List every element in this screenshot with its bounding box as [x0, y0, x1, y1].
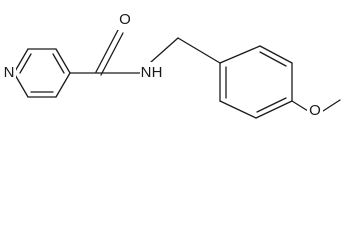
oxygen-to-methyl-bond [322, 99, 341, 112]
carbonyl-double-bond [100, 32, 124, 76]
ring-bond [219, 100, 257, 119]
amide-nitrogen-label: N [141, 64, 152, 81]
ring-double-bond-inner [52, 53, 65, 74]
label-backdrop [140, 62, 162, 84]
ring-bond [259, 45, 293, 64]
ring-bond [55, 72, 71, 98]
label-backdrop [307, 101, 323, 121]
amide-hydrogen-label: H [152, 64, 163, 81]
ether-oxygen-label: O [309, 102, 321, 119]
ring-double-bond-inner [259, 51, 287, 67]
pyridine-ring [13, 48, 71, 98]
methoxyphenyl-ring [219, 45, 293, 119]
nitrogen-to-methylene-bond [150, 37, 179, 63]
ring-bond [219, 45, 261, 64]
ring-to-oxygen-bond [291, 100, 309, 112]
amide-group [69, 29, 221, 76]
pyridine-nitrogen-label: N [4, 64, 15, 81]
label-backdrop [117, 10, 133, 30]
ring-bond [55, 48, 71, 74]
atom-labels: N O N H O [2, 10, 323, 121]
ring-double-bond-inner [256, 97, 287, 113]
ring-bond [13, 48, 29, 74]
chemical-structure-drawing: N O N H O [2, 10, 341, 121]
label-backdrop [2, 63, 16, 83]
methoxy-group [291, 99, 341, 112]
methylene-to-ring-bond [177, 37, 221, 64]
ring-bond [255, 100, 293, 119]
ring-double-bond-inner [19, 53, 32, 74]
ring-bond [13, 72, 29, 98]
carbonyl-double-bond [95, 29, 119, 73]
carbonyl-oxygen-label: O [119, 11, 131, 28]
